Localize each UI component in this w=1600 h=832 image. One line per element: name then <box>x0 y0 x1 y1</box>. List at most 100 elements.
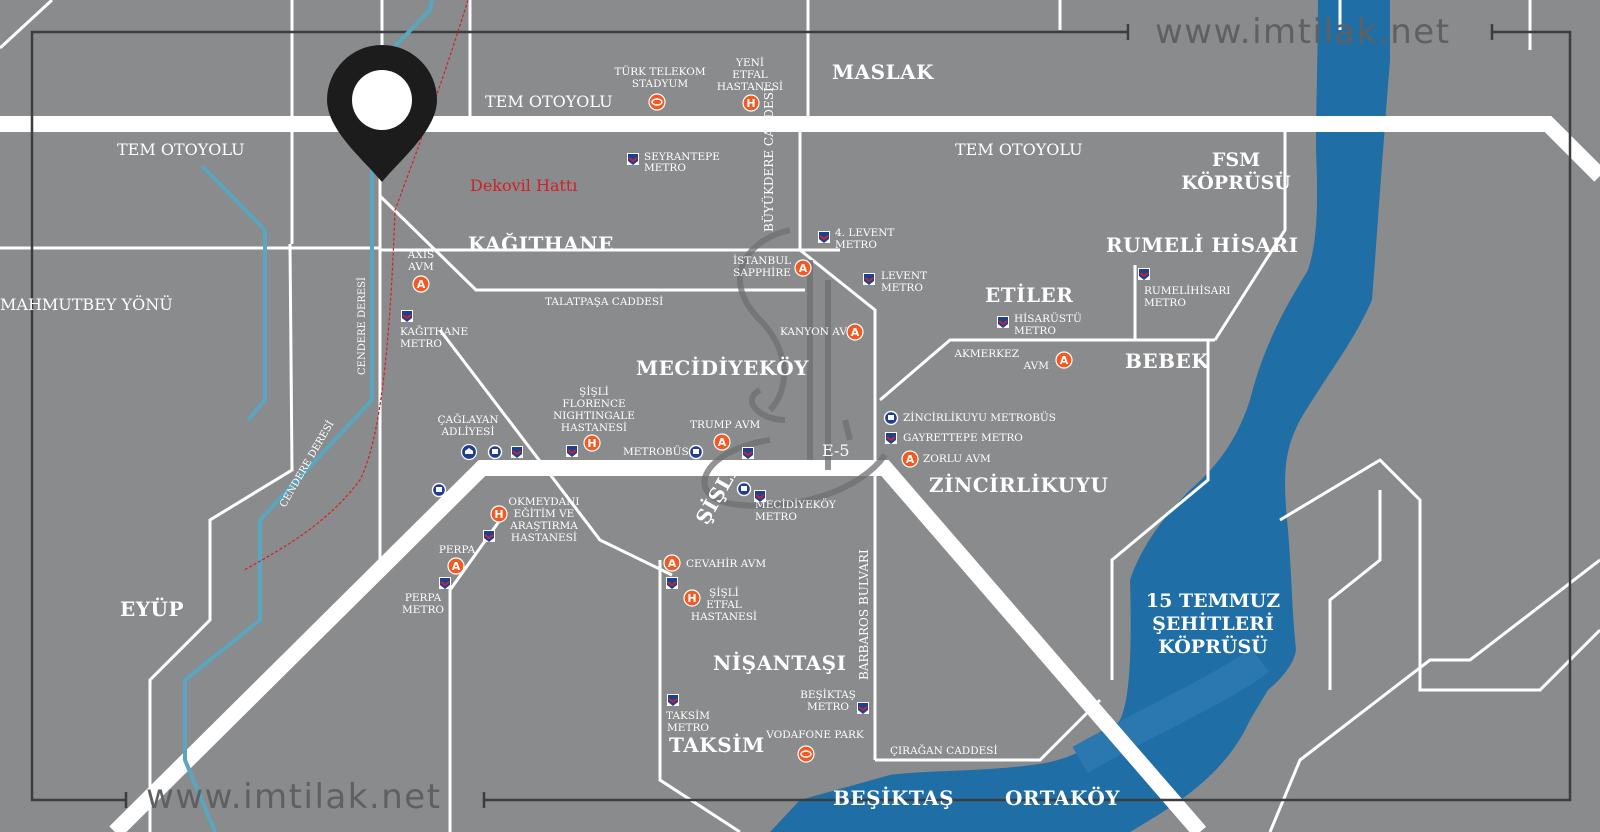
svg-text:YENİ: YENİ <box>735 55 764 69</box>
svg-text:A: A <box>718 436 727 449</box>
metrobus-icon <box>487 444 503 460</box>
svg-text:AKMERKEZ: AKMERKEZ <box>953 348 1019 360</box>
avm-icon: A <box>1055 351 1073 369</box>
svg-text:4. LEVENT: 4. LEVENT <box>835 227 894 239</box>
svg-text:A: A <box>799 262 808 275</box>
metro-icon <box>666 693 680 707</box>
district-ortakoy: ORTAKÖY <box>1005 785 1120 810</box>
svg-text:PERPA: PERPA <box>439 544 476 556</box>
road-talatpasa-label: TALATPAŞA CADDESİ <box>545 294 663 308</box>
svg-text:ADLİYESİ: ADLİYESİ <box>440 424 494 438</box>
poi-akmerkez-avm[interactable]: AKMERKEZ AVM A <box>953 348 1073 372</box>
poi-vodafone-park[interactable]: VODAFONE PARK <box>765 729 864 763</box>
road-tem-label-3: TEM OTOYOLU <box>955 140 1083 159</box>
svg-text:METROBÜS: METROBÜS <box>623 444 689 458</box>
svg-text:ŞİŞLİ: ŞİŞLİ <box>579 384 609 398</box>
metrobus-icon <box>883 410 899 426</box>
poi-rumelihisari-metro[interactable]: RUMELİHİSARI METRO <box>1137 267 1230 309</box>
metro-icon <box>665 576 679 590</box>
svg-text:SEYRANTEPE: SEYRANTEPE <box>644 151 720 163</box>
metro-icon <box>400 309 414 323</box>
metrobus-icon <box>736 481 752 497</box>
metro-icon <box>817 230 831 244</box>
poi-taksim-metro[interactable]: TAKSİM METRO <box>666 693 710 734</box>
watermark-top: www.imtilak.net <box>1155 12 1451 52</box>
poi-axis-avm[interactable]: AXİS AVM A <box>407 247 434 293</box>
poi-levent-metro[interactable]: LEVENT METRO <box>862 270 927 294</box>
poi-4-levent-metro[interactable]: 4. LEVENT METRO <box>817 227 894 251</box>
poi-gayrettepe-metro[interactable]: GAYRETTEPE METRO <box>884 431 1023 445</box>
district-rumeli-hisari: RUMELİ HİSARI <box>1106 233 1299 257</box>
poi-besiktas-metro[interactable]: BEŞİKTAŞ METRO <box>800 687 870 715</box>
poi-kanyon-avm[interactable]: KANYON AVM A <box>780 323 864 341</box>
svg-text:TAKSİM: TAKSİM <box>666 708 710 722</box>
poi-mecidiyekoy-metro[interactable]: MECİDİYEKÖY METRO <box>736 481 837 524</box>
poi-zincirlikuyu-metrobus[interactable]: ZİNCİRLİKUYU METROBÜS <box>883 410 1056 426</box>
district-nisantasi: NİŞANTAŞI <box>713 651 846 675</box>
svg-text:METRO: METRO <box>755 511 797 523</box>
stadium-icon <box>797 745 815 763</box>
road-buyukdere-label: BÜYÜKDERE CADDESİ <box>760 87 776 232</box>
svg-text:ŞEHİTLERİ: ŞEHİTLERİ <box>1152 612 1274 635</box>
poi-sisli-etfal-hospital[interactable]: H ŞİŞLİ ETFAL HASTANESİ <box>683 585 757 623</box>
hospital-icon: H <box>490 505 508 523</box>
district-besiktas: BEŞİKTAŞ <box>833 786 954 810</box>
hospital-icon: H <box>583 434 601 452</box>
svg-text:METRO: METRO <box>1014 325 1056 337</box>
metrobus-icon-okmeydani <box>431 482 447 498</box>
poi-kagithane-metro[interactable]: KAĞITHANE METRO <box>400 309 468 350</box>
poi-cevahir-avm[interactable]: A CEVAHİR AVM <box>663 554 766 590</box>
bosphorus-sea <box>770 0 1390 832</box>
svg-text:A: A <box>1060 354 1069 367</box>
frame <box>30 24 1572 808</box>
poi-zorlu-avm[interactable]: A ZORLU AVM <box>901 450 991 468</box>
west-stream <box>200 164 267 422</box>
svg-text:H: H <box>587 437 596 450</box>
svg-text:NIGHTINGALE: NIGHTINGALE <box>553 410 635 422</box>
avm-icon: A <box>794 259 812 277</box>
stadium-icon <box>648 93 666 111</box>
svg-text:A: A <box>668 557 677 570</box>
poi-yeni-etfal[interactable]: YENİ ETFAL HASTANESİ H <box>717 55 783 112</box>
poi-okmeydani-hospital[interactable]: H OKMEYDANI EĞİTİM VE ARAŞTIRMA HASTANES… <box>482 496 580 544</box>
bosphorus-shore-blend <box>1072 647 1269 774</box>
metro-icon <box>856 701 870 715</box>
svg-text:TRUMP AVM: TRUMP AVM <box>690 419 761 431</box>
poi-perpa-metro[interactable]: PERPA METRO <box>402 576 452 616</box>
poi-seyrantepe-metro[interactable]: SEYRANTEPE METRO <box>626 151 720 174</box>
poi-trump-avm[interactable]: TRUMP AVM A <box>690 419 761 460</box>
svg-text:H: H <box>746 97 755 110</box>
svg-text:EĞİTİM VE: EĞİTİM VE <box>514 506 575 520</box>
svg-text:HASTANESİ: HASTANESİ <box>717 79 783 93</box>
poi-florence-hospital[interactable]: ŞİŞLİ FLORENCE NIGHTINGALE HASTANESİ H <box>553 384 635 458</box>
svg-text:TÜRK TELEKOM: TÜRK TELEKOM <box>614 64 705 78</box>
poi-hisarustu-metro[interactable]: HİSARÜSTÜ METRO <box>996 311 1082 337</box>
watermark-bottom: www.imtilak.net <box>146 777 442 817</box>
svg-text:ARAŞTIRMA: ARAŞTIRMA <box>509 520 578 532</box>
avm-icon: A <box>663 554 681 572</box>
bridge-fsm: FSM KÖPRÜSÜ <box>1181 149 1291 194</box>
streams <box>183 0 434 832</box>
metro-icon <box>510 445 524 459</box>
svg-text:KAĞITHANE: KAĞITHANE <box>400 324 468 338</box>
svg-text:STADYUM: STADYUM <box>632 78 688 90</box>
svg-text:15 TEMMUZ: 15 TEMMUZ <box>1146 590 1280 612</box>
district-kagithane: KAĞITHANE <box>468 231 614 256</box>
svg-text:GAYRETTEPE METRO: GAYRETTEPE METRO <box>903 432 1023 444</box>
svg-text:ÇAĞLAYAN: ÇAĞLAYAN <box>437 412 498 426</box>
svg-text:METRO: METRO <box>400 338 442 350</box>
svg-text:AVM: AVM <box>1023 360 1050 372</box>
poi-perpa-avm[interactable]: PERPA A <box>439 544 476 575</box>
svg-text:KANYON AVM: KANYON AVM <box>780 326 858 338</box>
svg-text:H: H <box>494 508 503 521</box>
poi-turk-telekom[interactable]: TÜRK TELEKOM STADYUM <box>614 64 706 111</box>
district-eyup: EYÜP <box>120 596 184 621</box>
svg-text:H: H <box>687 592 696 605</box>
poi-istanbul-sapphire[interactable]: İSTANBUL SAPPHİRE A <box>733 253 812 279</box>
poi-caglayan-adliyesi[interactable]: ÇAĞLAYAN ADLİYESİ <box>437 412 524 461</box>
metro-icon <box>996 315 1010 329</box>
location-pin-icon[interactable] <box>327 44 437 182</box>
poi-metrobus-mecidiyekoy[interactable]: METROBÜS <box>623 444 704 460</box>
svg-text:HASTANESİ: HASTANESİ <box>691 609 757 623</box>
